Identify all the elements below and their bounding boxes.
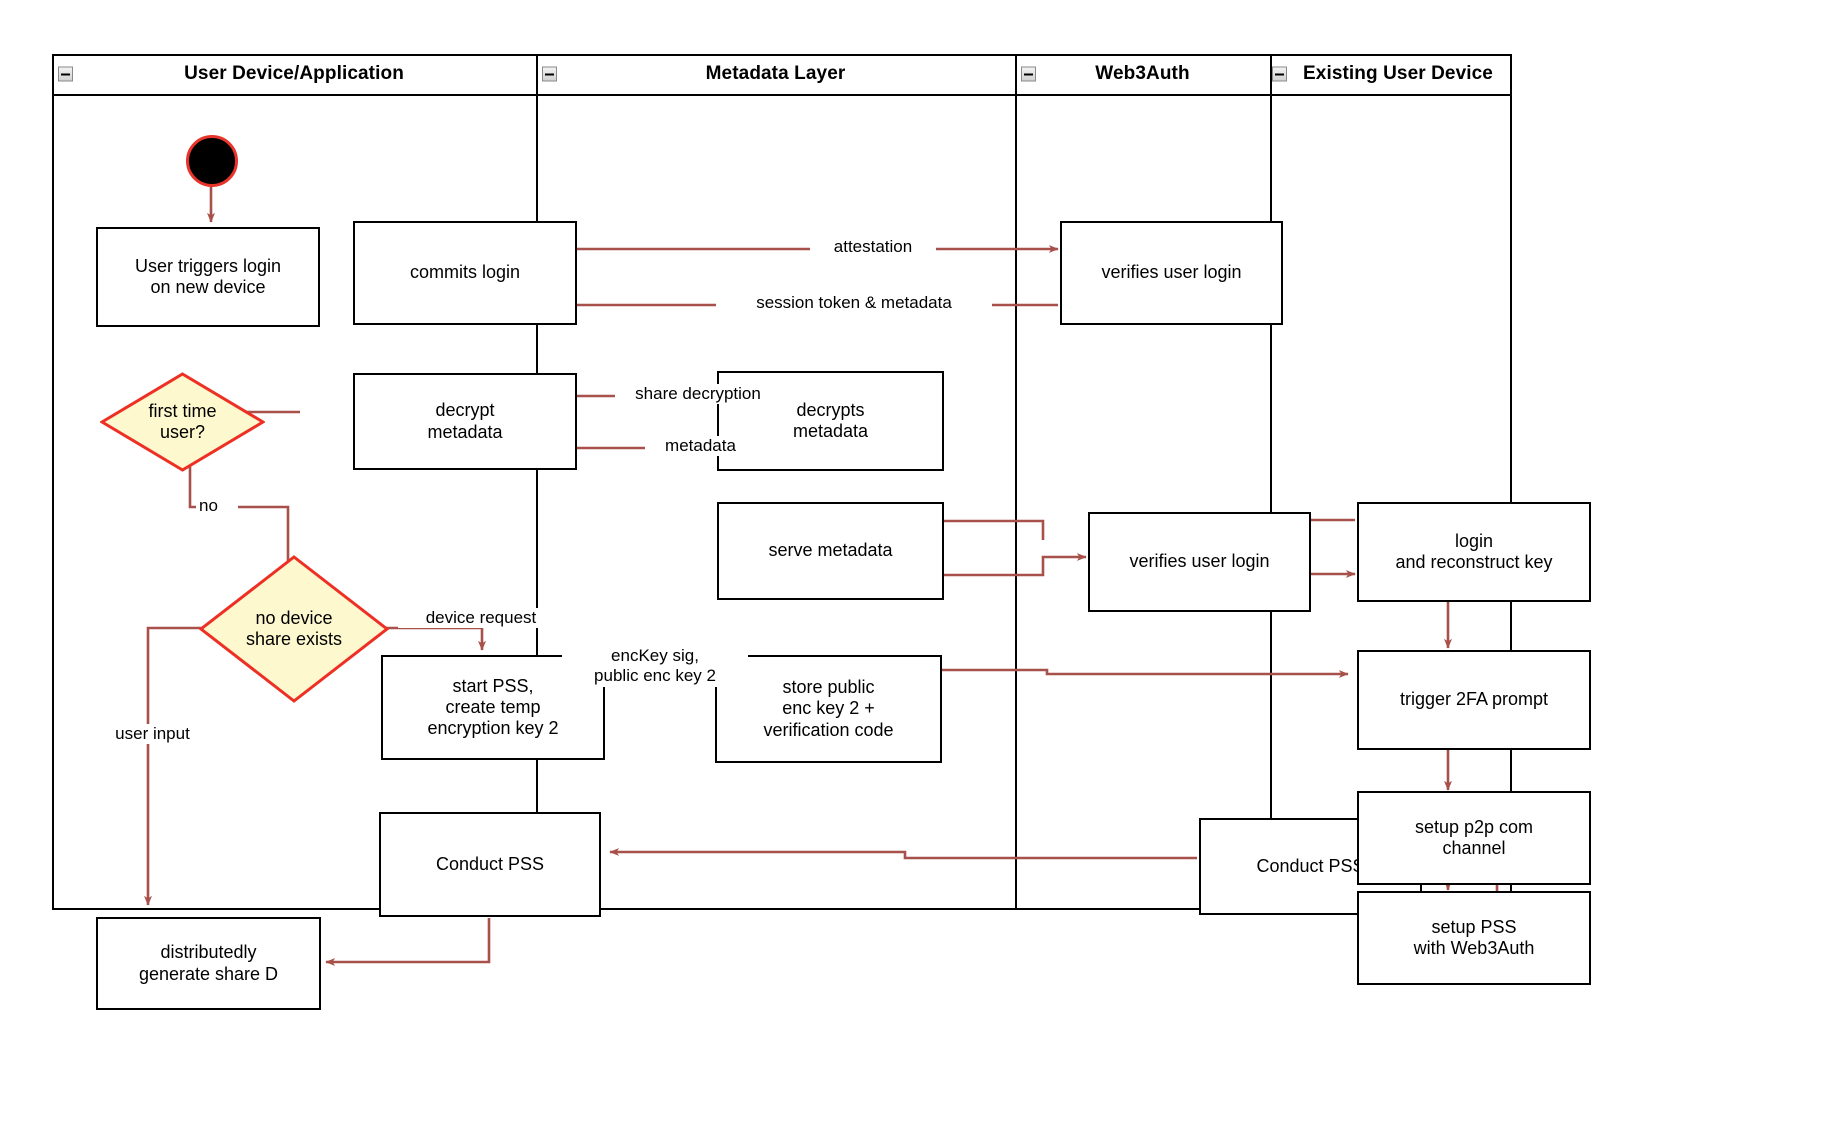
edge-label-enckey-sig: encKey sig, public enc key 2 <box>562 646 748 687</box>
lane-header-metadata-layer[interactable]: Metadata Layer <box>536 54 1015 96</box>
lane-header-user-device[interactable]: User Device/Application <box>52 54 536 96</box>
collapse-minus-icon[interactable] <box>1272 66 1287 82</box>
edge-label-user-input: user input <box>92 724 213 745</box>
node-store-public-enc-key[interactable]: store public enc key 2 + verification co… <box>715 655 942 763</box>
collapse-minus-icon[interactable] <box>58 66 73 82</box>
lane-divider-2 <box>1015 54 1017 910</box>
node-login-reconstruct-key[interactable]: login and reconstruct key <box>1357 502 1591 602</box>
collapse-minus-icon[interactable] <box>542 66 557 82</box>
edge-label-share-decryption: share decryption <box>615 384 781 405</box>
node-setup-p2p[interactable]: setup p2p com channel <box>1357 791 1591 885</box>
node-user-triggers-login[interactable]: User triggers login on new device <box>96 227 320 327</box>
edge-label-device-request: device request <box>398 608 564 629</box>
node-verifies-user-login-1[interactable]: verifies user login <box>1060 221 1283 325</box>
edge-label-attestation: attestation <box>810 237 936 258</box>
lane-header-web3auth[interactable]: Web3Auth <box>1015 54 1270 96</box>
initial-node <box>186 135 238 187</box>
lane-divider-3 <box>1270 54 1272 910</box>
node-serve-metadata[interactable]: serve metadata <box>717 502 944 600</box>
node-commits-login[interactable]: commits login <box>353 221 577 325</box>
node-setup-pss-web3auth[interactable]: setup PSS with Web3Auth <box>1357 891 1591 985</box>
decision-no-device-share[interactable]: no device share exists <box>199 555 389 703</box>
node-decrypt-metadata[interactable]: decrypt metadata <box>353 373 577 470</box>
node-trigger-2fa[interactable]: trigger 2FA prompt <box>1357 650 1591 750</box>
lane-header-existing-user-device[interactable]: Existing User Device <box>1270 54 1512 96</box>
lane-title-web3auth: Web3Auth <box>1095 63 1190 84</box>
node-conduct-pss-user[interactable]: Conduct PSS <box>379 812 601 917</box>
edge-label-session-token: session token & metadata <box>716 293 992 314</box>
lane-title-existing-user-device: Existing User Device <box>1303 63 1493 84</box>
decision-first-time-user[interactable]: first time user? <box>100 372 265 472</box>
decision-first-time-user-label: first time user? <box>148 400 217 442</box>
node-generate-share-d[interactable]: distributedly generate share D <box>96 917 321 1010</box>
edge-label-metadata: metadata <box>645 436 756 457</box>
lane-title-user-device: User Device/Application <box>184 63 404 84</box>
collapse-minus-icon[interactable] <box>1021 66 1036 82</box>
decision-no-device-share-label: no device share exists <box>245 607 343 649</box>
swimlane-frame <box>52 54 1512 910</box>
node-verifies-user-login-2[interactable]: verifies user login <box>1088 512 1311 612</box>
lane-title-metadata-layer: Metadata Layer <box>705 63 846 84</box>
lane-divider-1 <box>536 54 538 910</box>
edge-label-no: no <box>196 496 238 517</box>
